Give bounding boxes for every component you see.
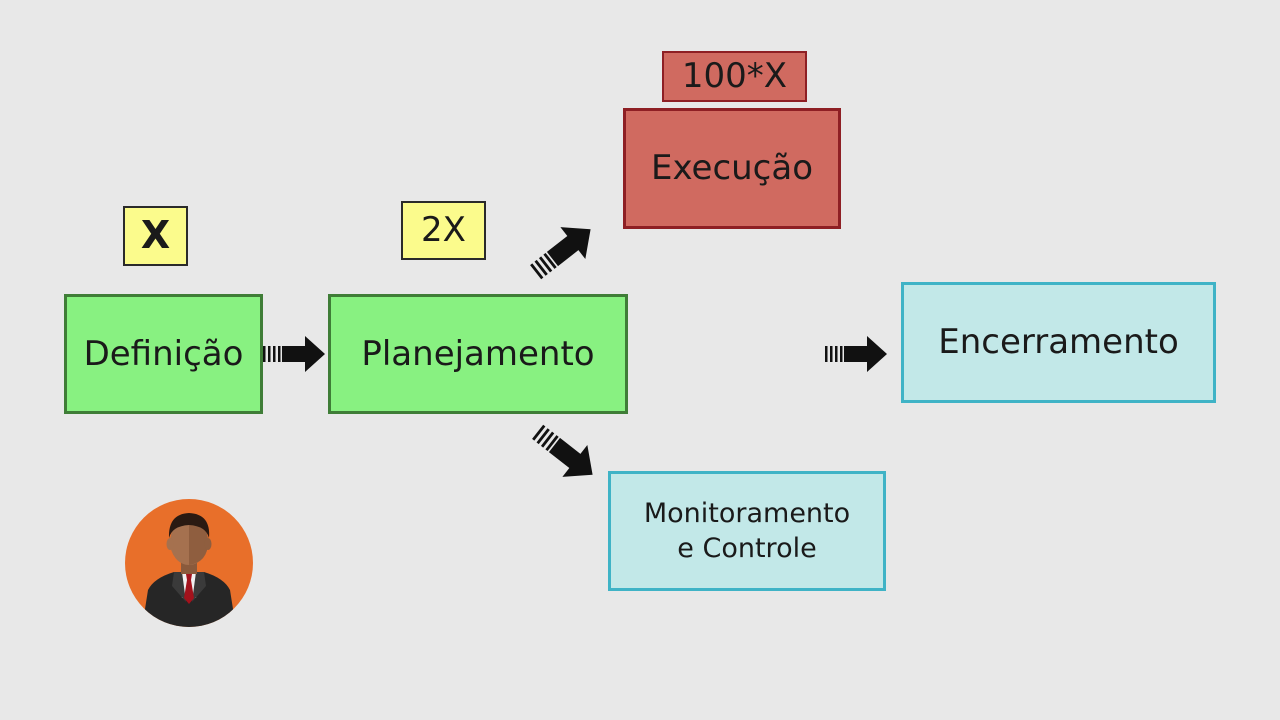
node-monitoramento-label-line2: e Controle [677,533,817,564]
node-planejamento: Planejamento [328,294,628,414]
node-definicao: Definição [64,294,263,414]
businessman-avatar-icon [125,499,253,627]
tag-planejamento-cost: 2X [401,201,486,260]
tag-planejamento-cost-text: 2X [421,210,466,251]
node-monitoramento-label-line1: Monitoramento [643,497,851,529]
up-right-arrow-icon [530,227,591,280]
node-planejamento-label: Planejamento [361,333,595,374]
right-arrow-icon [825,336,887,372]
node-definicao-label: Definição [83,333,244,374]
node-monitoramento: Monitoramento e Controle [608,471,886,591]
tag-execucao-cost-text: 100*X [681,56,788,97]
tag-execucao-cost: 100*X [662,51,807,102]
node-encerramento-label: Encerramento [938,322,1179,363]
tag-definicao-cost: X [123,206,188,266]
tag-definicao-cost-text: X [140,213,171,258]
node-encerramento: Encerramento [901,282,1216,403]
down-right-arrow-icon [532,424,593,477]
node-execucao-label: Execução [650,148,814,189]
node-execucao: Execução [623,108,841,229]
right-arrow-icon [263,336,325,372]
